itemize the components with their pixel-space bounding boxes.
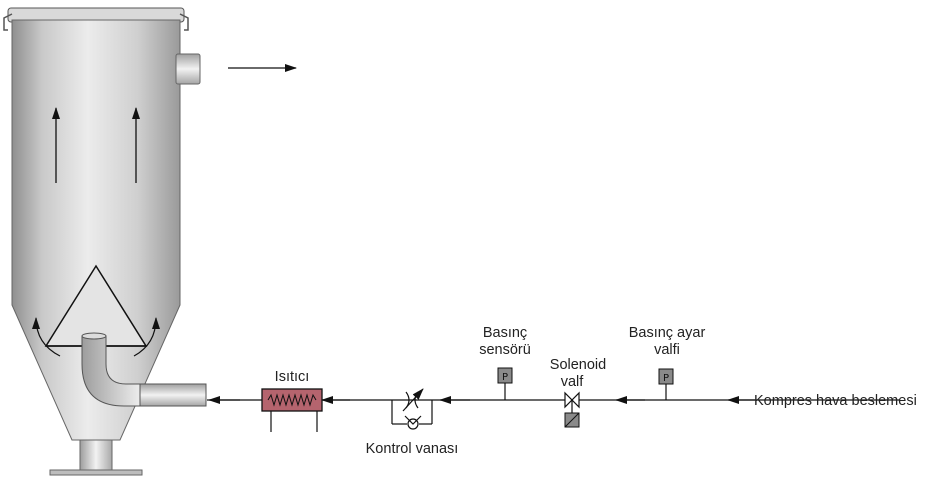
pressure-sensor-box: [497, 367, 513, 384]
pressure-regulator-box: [658, 368, 674, 385]
regulator-label-1: Basınç ayar: [629, 325, 706, 341]
heater: Isıtıcı: [261, 369, 323, 432]
solenoid-valve: Solenoid valf: [550, 357, 606, 428]
pressure-sensor: P Basınç sensörü: [479, 325, 531, 400]
control-valve-label: Kontrol vanası: [366, 441, 459, 457]
pressure-regulator-symbol: P: [663, 373, 669, 384]
adjust-arrow: [402, 388, 424, 412]
hopper-outlet-flange: [49, 469, 143, 476]
hopper-outlet-neck: [79, 439, 113, 471]
regulator-label-2: valfi: [654, 342, 680, 358]
air-supply-label: Kompres hava beslemesi: [754, 393, 917, 409]
pressure-sensor-label-2: sensörü: [479, 342, 531, 358]
lid-clamp-left: [3, 13, 13, 31]
heater-coil: [267, 393, 317, 407]
heater-body: [261, 388, 323, 412]
pressure-regulator: P Basınç ayar valfi: [629, 325, 706, 400]
solenoid-actuator-slash: [564, 412, 580, 428]
solenoid-label-2: valf: [561, 374, 585, 390]
flow-arrow-curve-left: [32, 317, 61, 357]
heater-label: Isıtıcı: [275, 369, 310, 385]
lid-clamp-right: [179, 13, 189, 31]
check-valve-seat: [404, 415, 422, 425]
exhaust-nozzle: [175, 53, 201, 85]
flow-arrow-curve-right: [133, 317, 160, 357]
pressure-sensor-symbol: P: [502, 372, 508, 383]
pressure-sensor-label-1: Basınç: [483, 325, 527, 341]
control-valve: Kontrol vanası: [366, 388, 459, 457]
air-inlet-pipe: [81, 332, 207, 407]
solenoid-label-1: Solenoid: [550, 357, 606, 373]
